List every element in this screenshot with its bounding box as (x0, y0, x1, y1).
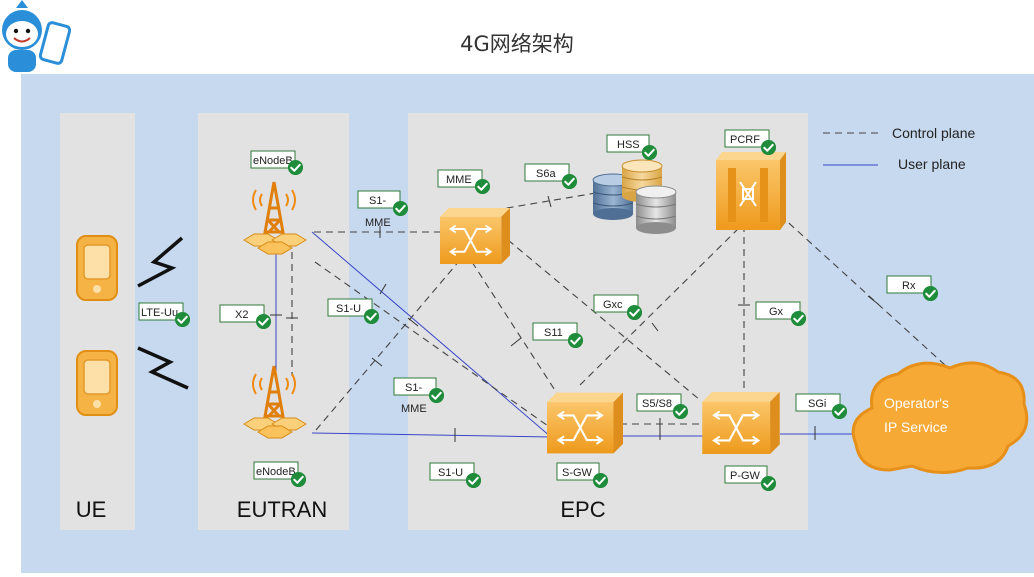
ue-zone-label: UE (76, 497, 107, 522)
hss-database-icon (592, 159, 677, 234)
label-rx: Rx (886, 275, 939, 302)
user-plane-links (275, 231, 868, 438)
check-icon (592, 472, 609, 489)
check-icon (255, 313, 272, 330)
check-icon (561, 173, 578, 190)
label-rx-text: Rx (902, 280, 916, 292)
pcrf-icon (716, 152, 786, 230)
ue-phone-top-icon (75, 234, 119, 302)
label-s6a-text: S6a (536, 168, 556, 180)
check-icon (474, 178, 491, 195)
control-plane-links (291, 192, 946, 431)
interface-labels: eNodeB S1- MME MME S6a HSS PCRF (138, 129, 939, 492)
label-s-gw-text: S-GW (562, 467, 593, 479)
label-s11-text: S11 (544, 327, 563, 339)
label-s1-mme-top: S1- MME (357, 190, 409, 229)
label-s11: S11 (532, 322, 584, 349)
legend-user-plane-label: User plane (898, 156, 966, 172)
label-s1-mme-bottom: S1- MME (393, 377, 445, 415)
check-icon (922, 285, 939, 302)
label-p-gw: P-GW (724, 465, 777, 492)
label-enodeb-top-text: eNodeB (253, 155, 293, 167)
label-s5-s8: S5/S8 (636, 393, 689, 420)
wireless-signal-bottom (137, 346, 189, 390)
check-icon (392, 200, 409, 217)
label-s1-u-top: S1-U (327, 298, 380, 325)
label-hss-text: HSS (617, 139, 640, 151)
label-gx: Gx (755, 301, 807, 327)
ue-zone (60, 113, 135, 530)
label-mme-text: MME (446, 174, 472, 186)
check-icon (790, 310, 807, 327)
label-s1-u-top-text: S1-U (336, 303, 361, 315)
label-pcrf-text: PCRF (730, 134, 760, 146)
check-icon (641, 144, 658, 161)
check-icon (567, 332, 584, 349)
epc-zone-label: EPC (560, 497, 605, 522)
label-s5-s8-text: S5/S8 (642, 398, 672, 410)
label-gx-text: Gx (769, 306, 784, 318)
label-enodeb-bottom: eNodeB (253, 461, 307, 488)
label-sgi: SGi (795, 393, 848, 420)
s-gw-icon (547, 392, 623, 454)
label-s1-u-bottom-text: S1-U (438, 467, 463, 479)
check-icon (428, 387, 445, 404)
legend: Control plane User plane (823, 125, 975, 172)
label-mme: MME (437, 169, 491, 195)
label-enodeb-top: eNodeB (250, 150, 304, 176)
label-s1-mme-bottom-text1: S1- (405, 382, 422, 394)
cloud-label-line1: Operator's (884, 395, 949, 411)
label-hss: HSS (606, 134, 658, 161)
page-title: 4G网络架构 (460, 32, 574, 56)
check-icon (760, 475, 777, 492)
label-x2-text: X2 (235, 309, 248, 321)
label-lte-uu-text: LTE-Uu (141, 307, 178, 319)
p-gw-icon (702, 392, 780, 454)
label-s1-mme-bottom-text2: MME (401, 403, 427, 415)
check-icon (626, 304, 643, 321)
mascot-logo (2, 0, 72, 72)
label-lte-uu: LTE-Uu (138, 302, 191, 328)
label-s1-u-bottom: S1-U (429, 462, 482, 489)
label-gxc-text: Gxc (603, 299, 623, 311)
check-icon (363, 308, 380, 325)
legend-control-plane-label: Control plane (892, 125, 975, 141)
check-icon (831, 403, 848, 420)
check-icon (760, 139, 777, 156)
ue-phone-bottom-icon (75, 349, 119, 417)
label-enodeb-bottom-text: eNodeB (256, 466, 296, 478)
link-tick-marks (270, 195, 879, 442)
eutran-zone-label: EUTRAN (237, 497, 327, 522)
check-icon (290, 471, 307, 488)
label-pcrf: PCRF (724, 129, 777, 156)
mme-icon (440, 206, 510, 266)
cloud-label-line2: IP Service (884, 419, 948, 435)
label-s1-mme-top-text1: S1- (369, 195, 386, 207)
operator-ip-service-cloud: Operator's IP Service (851, 361, 1029, 474)
label-sgi-text: SGi (808, 398, 826, 410)
check-icon (672, 403, 689, 420)
label-s1-mme-top-text2: MME (365, 217, 391, 229)
label-p-gw-text: P-GW (730, 470, 761, 482)
label-gxc: Gxc (593, 294, 643, 321)
label-s-gw: S-GW (556, 462, 609, 489)
label-s6a: S6a (524, 163, 578, 190)
check-icon (287, 159, 304, 176)
check-icon (465, 472, 482, 489)
label-x2: X2 (219, 304, 272, 330)
check-icon (174, 311, 191, 328)
wireless-signal-top (137, 236, 184, 288)
